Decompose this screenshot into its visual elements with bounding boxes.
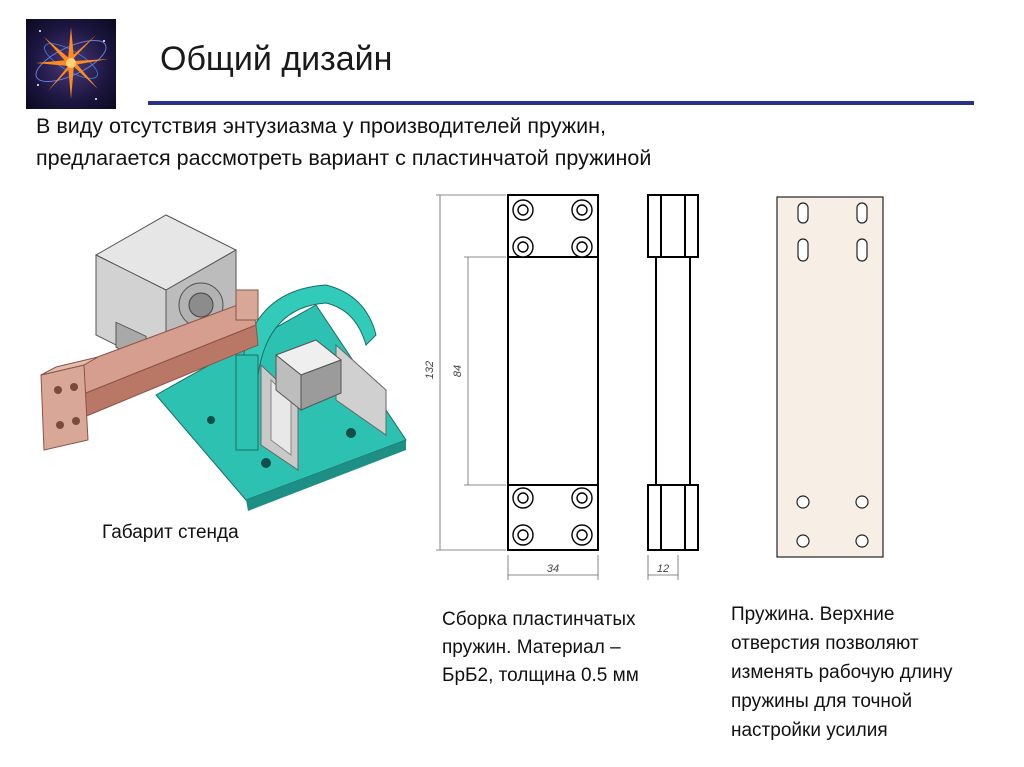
spring-caption-line: Пружина. Верхние [731,604,895,625]
stand-caption: Габарит стенда [102,522,239,543]
stand-3d-illustration [40,214,407,511]
page-title: Общий дизайн [160,40,393,78]
assembly-caption: Сборка пластинчатых пружин. Материал – Б… [442,606,639,690]
assembly-caption-line: пружин. Материал – [442,637,621,658]
assembly-caption-line: БрБ2, толщина 0.5 мм [442,665,639,686]
spring-assembly-drawing: 132 84 34 12 [424,194,699,580]
spring-caption: Пружина. Верхние отверстия позволяют изм… [731,600,953,745]
dim-width: 34 [547,563,559,575]
assembly-caption-line: Сборка пластинчатых [442,609,636,630]
subtitle: В виду отсутствия энтузиазма у производи… [36,110,996,174]
title-divider [148,101,974,105]
dim-inner-height: 84 [452,365,464,377]
spring-plate-drawing [776,196,884,558]
subtitle-line: предлагается рассмотреть вариант с пласт… [36,146,652,170]
spring-caption-line: изменять рабочую длину [731,662,953,683]
spring-caption-line: отверстия позволяют [731,633,919,654]
spring-caption-line: пружины для точной [731,691,913,712]
spring-caption-line: настройки усилия [731,720,888,741]
logo-starburst-icon [26,19,116,109]
dim-thickness: 12 [657,563,669,575]
subtitle-line: В виду отсутствия энтузиазма у производи… [36,114,606,138]
dim-total-height: 132 [424,361,436,379]
